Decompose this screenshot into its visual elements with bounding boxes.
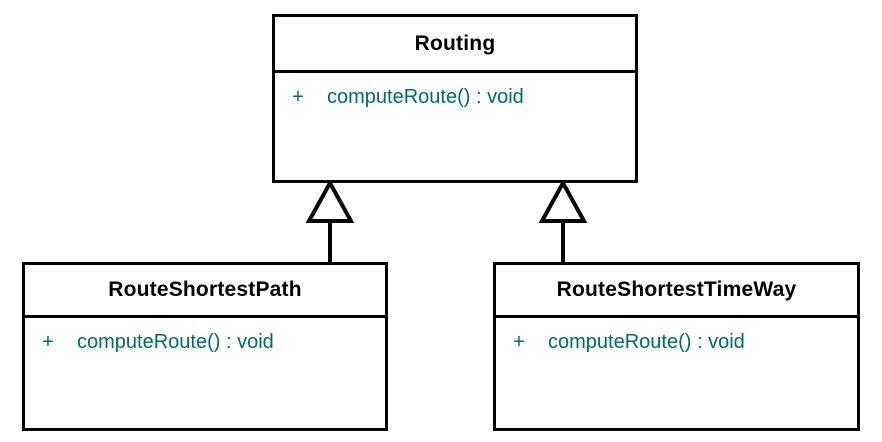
method-signature-label: computeRoute() : void xyxy=(327,85,524,108)
visibility-marker-public: + xyxy=(292,85,304,108)
uml-class-routeshortestpath[interactable]: RouteShortestPath + computeRoute() : voi… xyxy=(22,262,388,431)
hollow-triangle-arrowhead-left xyxy=(305,178,355,223)
method-signature-label: computeRoute() : void xyxy=(77,330,274,353)
uml-class-name-label-routing: Routing xyxy=(414,31,496,55)
uml-method-row-routing-computeroute: + computeRoute() : void xyxy=(275,79,635,115)
uml-class-name-row-routeshortesttimeway: RouteShortestTimeWay xyxy=(496,265,857,318)
uml-class-name-label-routeshortesttimeway: RouteShortestTimeWay xyxy=(556,278,797,301)
uml-members-compartment-routeshortesttimeway: + computeRoute() : void xyxy=(496,318,857,428)
uml-class-name-row-routeshortestpath: RouteShortestPath xyxy=(25,265,385,318)
uml-method-row-routeshortesttimeway-computeroute: + computeRoute() : void xyxy=(496,324,857,360)
method-signature-label: computeRoute() : void xyxy=(548,330,745,353)
uml-class-routeshortesttimeway[interactable]: RouteShortestTimeWay + computeRoute() : … xyxy=(493,262,860,431)
generalization-routeshortesttimeway-to-routing xyxy=(538,178,588,263)
uml-class-name-row-routing: Routing xyxy=(275,17,635,73)
hollow-triangle-arrowhead-right xyxy=(538,178,588,223)
uml-class-routing[interactable]: Routing + computeRoute() : void xyxy=(272,14,638,183)
uml-members-compartment-routeshortestpath: + computeRoute() : void xyxy=(25,318,385,428)
uml-class-name-label-routeshortestpath: RouteShortestPath xyxy=(108,278,302,301)
visibility-marker-public: + xyxy=(513,330,525,353)
uml-members-compartment-routing: + computeRoute() : void xyxy=(275,73,635,180)
visibility-marker-public: + xyxy=(42,330,54,353)
generalization-routeshortestpath-to-routing xyxy=(305,178,355,263)
uml-method-row-routeshortestpath-computeroute: + computeRoute() : void xyxy=(25,324,385,360)
